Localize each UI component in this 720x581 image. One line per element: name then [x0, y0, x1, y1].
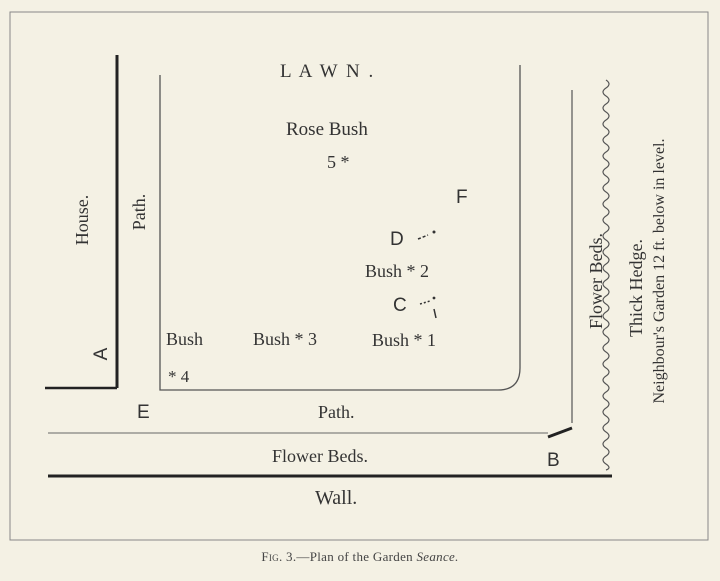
- point-f-label: F: [456, 187, 468, 208]
- outer-frame: [9, 11, 709, 541]
- point-c-mark: [419, 300, 431, 305]
- rose-bush-label: Rose Bush: [286, 119, 368, 140]
- caption-italic: Seance.: [416, 549, 459, 564]
- bush-4-number: * 4: [168, 367, 190, 386]
- bush-left-label: Bush: [166, 329, 204, 349]
- bush-1-label: Bush * 1: [372, 330, 437, 350]
- figure-caption: Fig. 3.—Plan of the Garden Seance.: [0, 549, 720, 565]
- flower-beds-bottom-label: Flower Beds.: [272, 446, 368, 466]
- point-d-label: D: [390, 229, 404, 250]
- point-e-label: E: [137, 402, 150, 423]
- point-c-tick: [433, 308, 437, 319]
- point-d-dot: [432, 230, 436, 234]
- thick-hedge-line: [602, 79, 610, 471]
- path-horizontal-label: Path.: [318, 402, 355, 422]
- caption-text: —Plan of the Garden: [296, 549, 417, 564]
- path-vertical-label: Path.: [129, 193, 149, 231]
- flower-beds-right-label: Flower Beds.: [586, 233, 606, 329]
- wall-label: Wall.: [315, 487, 358, 509]
- thick-hedge-label: Thick Hedge.: [626, 239, 646, 337]
- point-b-mark: [547, 426, 573, 439]
- caption-fig-number: Fig. 3.: [261, 549, 297, 564]
- point-b-label: B: [547, 450, 560, 471]
- point-a-label: A: [91, 347, 112, 361]
- neighbour-garden-label: Neighbour's Garden 12 ft. below in level…: [651, 138, 668, 404]
- lawn-boundary: [159, 65, 521, 391]
- house-label: House.: [72, 194, 92, 246]
- point-c-dot: [432, 296, 436, 300]
- lawn-label: L A W N .: [280, 61, 376, 82]
- point-d-mark: [417, 234, 429, 240]
- rose-bush-number: 5 *: [327, 152, 350, 172]
- point-c-label: C: [393, 295, 407, 316]
- bush-2-label: Bush * 2: [365, 261, 430, 281]
- bush-3-label: Bush * 3: [253, 329, 318, 349]
